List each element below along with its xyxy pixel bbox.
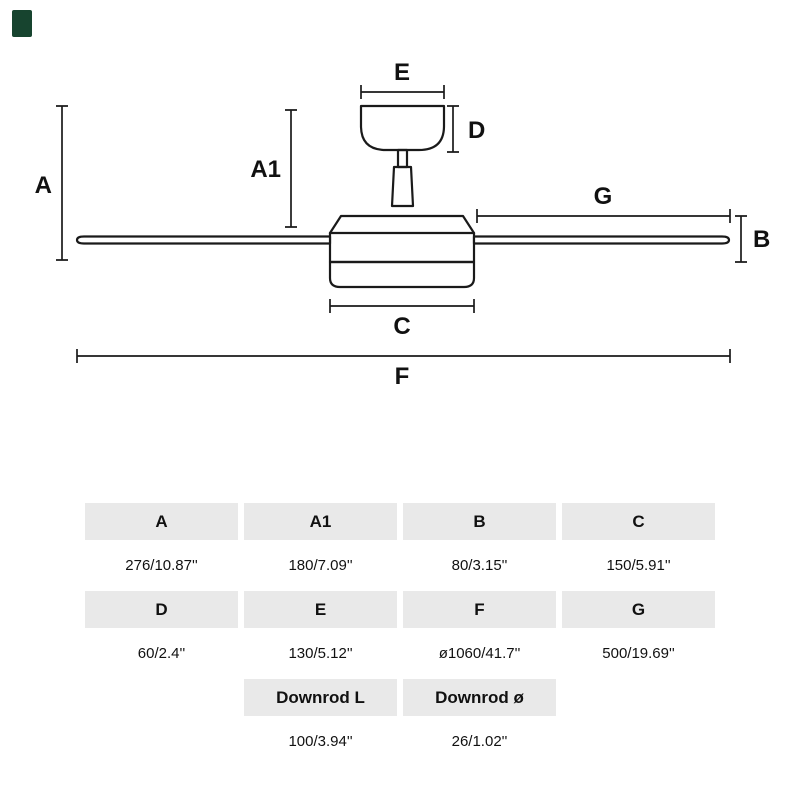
downrod-joint-shape — [390, 165, 415, 208]
table-header-cell: D — [85, 591, 238, 628]
table-value-cell: 26/1.02'' — [451, 733, 508, 750]
table-value-cell: 100/3.94'' — [288, 733, 353, 750]
dim-A-label: A — [35, 172, 52, 199]
dim-C-line — [329, 299, 475, 313]
table-value-cell: ø1060/41.7'' — [438, 645, 521, 662]
dim-D-label: D — [468, 117, 485, 144]
table-value-cell: 60/2.4'' — [137, 645, 186, 662]
motor-dome-shape — [328, 214, 476, 235]
dim-G-line — [476, 209, 731, 223]
table-header-cell: F — [403, 591, 556, 628]
table-header-cell: E — [244, 591, 397, 628]
table-header-row-2: D E F G — [0, 591, 800, 628]
table-header-cell: G — [562, 591, 715, 628]
dim-D-line — [447, 105, 459, 153]
table-value-row-downrod: 100/3.94'' 26/1.02'' — [0, 725, 800, 758]
blade-right-shape — [472, 235, 731, 245]
dim-G-label: G — [594, 183, 613, 210]
table-value-cell: 130/5.12'' — [288, 645, 353, 662]
table-header-row-downrod: Downrod L Downrod ø — [0, 679, 800, 716]
table-value-cell: 80/3.15'' — [451, 557, 508, 574]
table-header-cell: B — [403, 503, 556, 540]
table-header-row-1: A A1 B C — [0, 503, 800, 540]
dim-B-line — [735, 215, 747, 263]
dim-A1-label: A1 — [250, 156, 281, 183]
dim-E-label: E — [394, 59, 410, 86]
dim-A1-line — [285, 109, 297, 228]
downrod-shape — [396, 148, 409, 169]
canopy-shape — [359, 104, 446, 152]
table-header-cell: A1 — [244, 503, 397, 540]
light-kit-shape — [328, 260, 476, 289]
table-value-row-1: 276/10.87'' 180/7.09'' 80/3.15'' 150/5.9… — [0, 549, 800, 582]
dim-F-label: F — [395, 363, 410, 390]
dim-A-line — [56, 105, 68, 261]
blade-left-shape — [75, 235, 332, 245]
table-value-cell: 500/19.69'' — [602, 645, 675, 662]
dim-B-label: B — [753, 226, 770, 253]
table-header-cell: Downrod L — [244, 679, 397, 716]
dim-E-line — [360, 85, 445, 99]
motor-body-shape — [328, 231, 476, 264]
table-value-row-2: 60/2.4'' 130/5.12'' ø1060/41.7'' 500/19.… — [0, 637, 800, 670]
dimension-table: A A1 B C 276/10.87'' 180/7.09'' 80/3.15'… — [0, 503, 800, 767]
table-header-cell: A — [85, 503, 238, 540]
fan-dimension-diagram: E D A1 A G B C F — [35, 59, 771, 390]
table-header-cell: C — [562, 503, 715, 540]
fan-diagram-svg: E D A1 A G B C F — [35, 59, 771, 390]
table-value-cell: 180/7.09'' — [288, 557, 353, 574]
dim-F-line — [76, 349, 731, 363]
corner-logo-icon — [12, 10, 32, 37]
table-value-cell: 150/5.91'' — [606, 557, 671, 574]
dim-C-label: C — [393, 313, 410, 340]
table-value-cell: 276/10.87'' — [125, 557, 198, 574]
table-header-cell: Downrod ø — [403, 679, 556, 716]
